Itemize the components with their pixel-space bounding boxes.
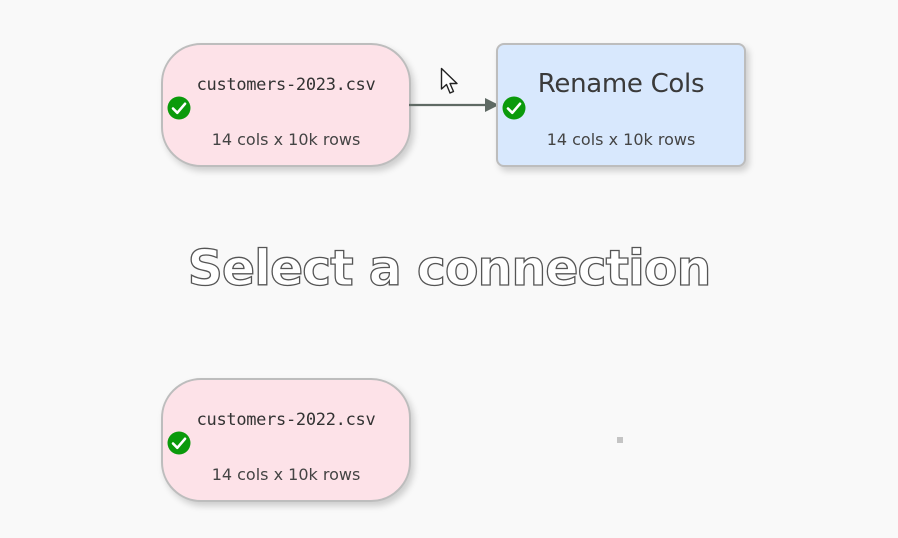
node-title: Rename Cols xyxy=(537,69,705,99)
check-icon xyxy=(167,96,191,120)
canvas-marker xyxy=(617,437,623,443)
node-title: customers-2023.csv xyxy=(196,75,376,95)
select-connection-hint: Select a connection xyxy=(187,239,712,297)
node-title: customers-2022.csv xyxy=(196,410,376,430)
node-rename-cols[interactable]: Rename Cols 14 cols x 10k rows xyxy=(496,43,746,167)
node-dimensions: 14 cols x 10k rows xyxy=(211,465,361,484)
node-customers-2023[interactable]: customers-2023.csv 14 cols x 10k rows xyxy=(161,43,411,167)
check-icon xyxy=(502,96,526,120)
node-dimensions: 14 cols x 10k rows xyxy=(211,130,361,149)
node-dimensions: 14 cols x 10k rows xyxy=(546,130,696,149)
check-icon xyxy=(167,431,191,455)
connection-arrow[interactable] xyxy=(409,95,501,115)
mouse-cursor-icon xyxy=(440,67,458,94)
node-customers-2022[interactable]: customers-2022.csv 14 cols x 10k rows xyxy=(161,378,411,502)
